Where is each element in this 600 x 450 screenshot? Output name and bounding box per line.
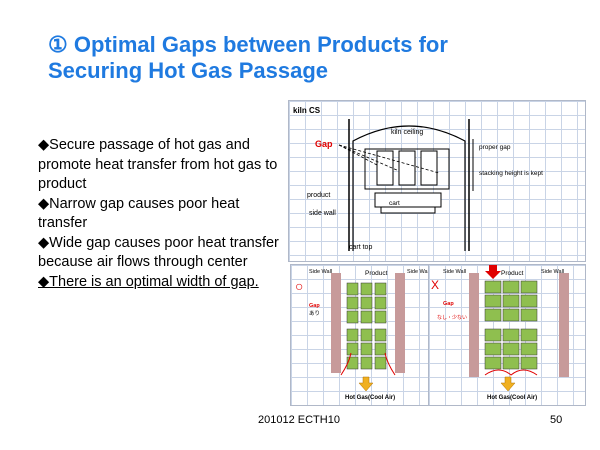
bullet-1: ◆Secure passage of hot gas and promote h… [38, 137, 278, 192]
bullet-list: ◆Secure passage of hot gas and promote h… [38, 136, 288, 292]
proper-gap-label: proper gap [479, 144, 511, 151]
bad-mark: X [431, 278, 439, 292]
airflow-lines [340, 352, 396, 376]
side-wall-label-right: Side Wall [541, 269, 564, 275]
kiln-walls [348, 119, 470, 251]
product-grid-good [346, 282, 387, 370]
kiln-cross-section-figure: kiln CS kiln ceiling Gap proper gap stac… [288, 100, 586, 262]
hot-gas-label: Hot Gas(Cool Air) [345, 395, 395, 401]
side-wall-label: side wall [309, 210, 336, 217]
cart-label: cart [389, 200, 400, 207]
side-wall-label-left: Side Wall [309, 269, 332, 275]
product-arrow [485, 265, 501, 279]
kiln-diagram: kiln CS kiln ceiling Gap proper gap stac… [293, 106, 543, 251]
right-side-wall [559, 273, 569, 377]
airflow-lines [484, 369, 538, 376]
good-gap-figure: Side Wall Side Wall Product ○ Gap あり Hot… [290, 264, 430, 406]
bad-gap-diagram: Side Wall Side Wall Product X Gap なし・少ない… [431, 265, 569, 401]
gap-note: なし・少ない [437, 314, 467, 321]
left-side-wall [469, 273, 479, 377]
cart-base [380, 206, 436, 214]
hot-gas-arrow [358, 376, 374, 392]
gap-label: Gap [443, 301, 454, 307]
bullet-4: ◆There is an optimal width of gap. [38, 273, 259, 290]
product-label: Product [501, 270, 524, 277]
good-mark: ○ [295, 278, 303, 294]
title-line-2: Securing Hot Gas Passage [48, 58, 328, 83]
kiln-ceiling-label: kiln ceiling [391, 129, 423, 136]
kiln-arch [352, 125, 466, 251]
product-label: product [307, 192, 330, 199]
cart-top-label: cart top [349, 244, 372, 251]
product-stack-2 [398, 150, 416, 186]
slide-title: ① Optimal Gaps between Products for Secu… [48, 32, 568, 84]
title-line-1: ① Optimal Gaps between Products for [48, 32, 448, 57]
product-label: Product [365, 270, 388, 277]
right-side-wall [395, 273, 405, 373]
footer-code: 201012 ECTH10 [258, 414, 340, 426]
gap-label: Gap [315, 139, 333, 149]
bad-gap-figure: Side Wall Side Wall Product X Gap なし・少ない… [428, 264, 586, 406]
gap-label: Gap [309, 303, 320, 309]
product-frame [364, 148, 450, 190]
product-stack-1 [376, 150, 394, 186]
stacking-height-label: stacking height is kept [479, 170, 543, 177]
good-gap-diagram: Side Wall Side Wall Product ○ Gap あり Hot… [295, 269, 430, 401]
cart [374, 192, 442, 208]
hot-gas-label: Hot Gas(Cool Air) [487, 395, 537, 401]
left-side-wall [331, 273, 341, 373]
product-grid-bad [484, 280, 538, 370]
page-number: 50 [550, 414, 563, 426]
kiln-label: kiln CS [293, 106, 321, 115]
side-wall-label-right: Side Wall [407, 269, 429, 275]
side-wall-label-left: Side Wall [443, 269, 466, 275]
gap-note: あり [309, 310, 320, 317]
product-stack-3 [420, 150, 438, 186]
bullet-2: ◆Narrow gap causes poor heat transfer [38, 195, 240, 232]
bullet-3: ◆Wide gap causes poor heat transfer beca… [38, 234, 279, 271]
hot-gas-arrow [500, 376, 516, 392]
